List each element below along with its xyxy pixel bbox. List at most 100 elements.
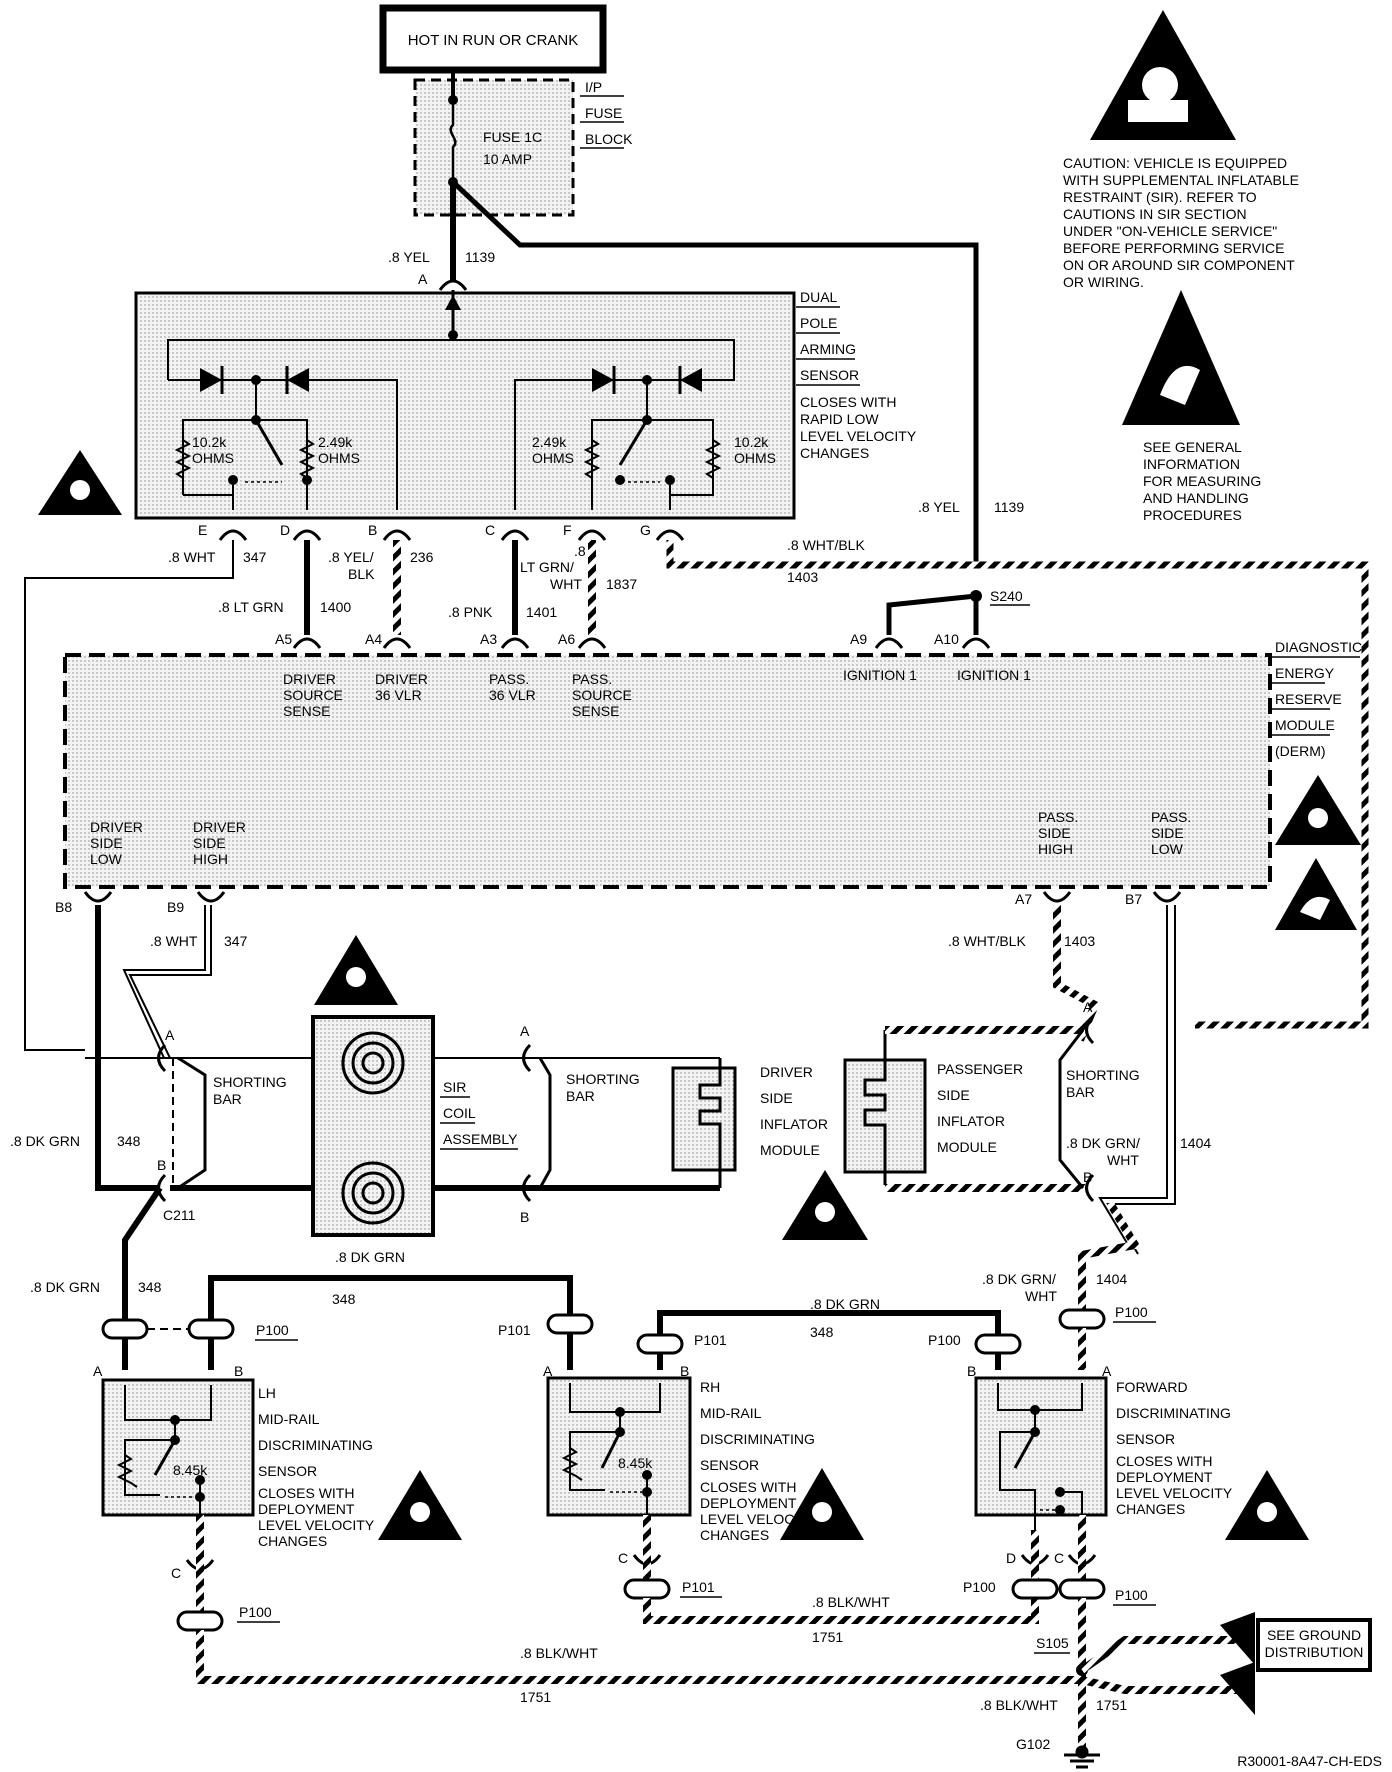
connector-p100-fwd-a bbox=[1058, 1308, 1106, 1330]
lh-name-2: MID-RAIL bbox=[258, 1411, 320, 1427]
pass-conn-pin-b: B bbox=[1083, 1169, 1092, 1185]
rh-sensor-name: RH MID-RAIL DISCRIMINATING SENSOR CLOSES… bbox=[700, 1379, 817, 1543]
wire-dkgrnwht-lower-circuit: 1404 bbox=[1096, 1271, 1127, 1287]
wire-wht-circuit-lower: 347 bbox=[224, 933, 248, 949]
derm-ign1a: IGNITION 1 bbox=[843, 667, 917, 683]
caution-airbag-icon bbox=[38, 450, 122, 515]
arming-pin-b: B bbox=[368, 522, 377, 538]
caution-airbag-icon bbox=[780, 1468, 864, 1540]
wire-wht-gauge: .8 WHT bbox=[168, 549, 216, 565]
derm-driver-high-3: HIGH bbox=[193, 851, 228, 867]
wire-dkgrnwht-gauge-2: WHT bbox=[1107, 1152, 1139, 1168]
circuit-348-top: 348 bbox=[332, 1291, 356, 1307]
connector-p100-lh-lower bbox=[176, 1610, 224, 1632]
wire-blkwht-mid-gauge: .8 BLK/WHT bbox=[812, 1594, 890, 1610]
power-source-box: HOT IN RUN OR CRANK bbox=[379, 4, 607, 74]
ground-note: SEE GROUND DISTRIBUTION bbox=[1256, 1618, 1372, 1672]
sir-coil-name-3: ASSEMBLY bbox=[443, 1131, 518, 1147]
resistor-icon bbox=[704, 439, 722, 479]
wire-dkgrnwht-lower-gauge-1: .8 DK GRN/ bbox=[982, 1271, 1056, 1287]
fwd-pin-a: A bbox=[1102, 1363, 1112, 1379]
derm-driver-source-1: DRIVER bbox=[283, 671, 336, 687]
connector-p100-fwd-d-label: P100 bbox=[963, 1579, 996, 1595]
rh-name-3: DISCRIMINATING bbox=[700, 1431, 815, 1447]
passenger-inflator-module bbox=[843, 1030, 927, 1185]
derm-pass-high-2: SIDE bbox=[1038, 825, 1071, 841]
derm-pin-b9: B9 bbox=[167, 899, 184, 915]
res-left-inner-1: 2.49k bbox=[318, 434, 353, 450]
derm-driver-low-1: DRIVER bbox=[90, 819, 143, 835]
lh-name-3: DISCRIMINATING bbox=[258, 1437, 373, 1453]
derm-pass-source-3: SENSE bbox=[572, 703, 619, 719]
fwd-pin-b: B bbox=[967, 1363, 976, 1379]
derm-name-4: MODULE bbox=[1275, 717, 1335, 733]
wire-ltgrn-circuit: 1400 bbox=[320, 599, 351, 615]
connector-p100-lh-label: P100 bbox=[256, 1322, 289, 1338]
arming-pin-e: E bbox=[198, 522, 207, 538]
pass-module-name-3: INFLATOR bbox=[937, 1113, 1005, 1129]
shorting-bar-mid-1: SHORTING bbox=[566, 1071, 640, 1087]
fwd-name-3: SENSOR bbox=[1116, 1431, 1175, 1447]
esd-line-3: FOR MEASURING bbox=[1143, 473, 1261, 489]
lh-desc-3: LEVEL VELOCITY bbox=[258, 1517, 375, 1533]
fwd-desc-4: CHANGES bbox=[1116, 1501, 1185, 1517]
lh-desc-4: CHANGES bbox=[258, 1533, 327, 1549]
fuse-block-name-2: FUSE bbox=[585, 105, 622, 121]
derm-pass36-2: 36 VLR bbox=[489, 687, 536, 703]
fwd-pin-d: D bbox=[1006, 1550, 1016, 1566]
coil-icon bbox=[341, 1031, 405, 1225]
connector-c211: C211 bbox=[163, 1207, 196, 1223]
wire-yelblk-gauge-1: .8 YEL/ bbox=[328, 549, 374, 565]
derm-driver36-1: DRIVER bbox=[375, 671, 428, 687]
esd-note: SEE GENERAL INFORMATION FOR MEASURING AN… bbox=[1143, 439, 1261, 523]
esd-line-5: PROCEDURES bbox=[1143, 507, 1242, 523]
derm-pin-a5: A5 bbox=[275, 631, 292, 647]
connector-p101-rh-label: P101 bbox=[498, 1322, 531, 1338]
arming-pins bbox=[218, 529, 685, 541]
wire-yelblk-gauge-2: BLK bbox=[348, 566, 375, 582]
squib-icon bbox=[863, 1030, 887, 1185]
lh-sensor-name: LH MID-RAIL DISCRIMINATING SENSOR CLOSES… bbox=[258, 1385, 375, 1549]
driver-module-name-4: MODULE bbox=[760, 1142, 820, 1158]
derm-driver36-2: 36 VLR bbox=[375, 687, 422, 703]
rh-pin-a: A bbox=[543, 1363, 553, 1379]
splice-s240-label: S240 bbox=[990, 588, 1023, 604]
rh-desc-4: CHANGES bbox=[700, 1527, 769, 1543]
arming-pin-g: G bbox=[640, 522, 651, 538]
wire-wht-circuit: 347 bbox=[243, 549, 267, 565]
lh-name-4: SENSOR bbox=[258, 1463, 317, 1479]
wire-blkwht-bottom-circuit: 1751 bbox=[520, 1689, 551, 1705]
esd-line-4: AND HANDLING bbox=[1143, 490, 1249, 506]
ground-icon bbox=[1064, 1745, 1100, 1769]
wire-yelblk-circuit: 236 bbox=[410, 549, 434, 565]
driver-module-name: DRIVER SIDE INFLATOR MODULE bbox=[760, 1064, 828, 1158]
connector-p101-rh-lower-label: P101 bbox=[682, 1579, 715, 1595]
derm-pass36-1: PASS. bbox=[489, 671, 529, 687]
wire-whtblk-circuit-lower: 1403 bbox=[1064, 933, 1095, 949]
shorting-bar-left-1: SHORTING bbox=[213, 1074, 287, 1090]
connector-p100-lh-lower-label: P100 bbox=[239, 1604, 272, 1620]
lh-pin-b: B bbox=[234, 1363, 243, 1379]
derm-name-1: DIAGNOSTIC bbox=[1275, 639, 1362, 655]
derm-pin-a10: A10 bbox=[934, 631, 959, 647]
shorting-bar-mid-2: BAR bbox=[566, 1088, 595, 1104]
derm-pass-high-3: HIGH bbox=[1038, 841, 1073, 857]
caution-line-5: UNDER "ON-VEHICLE SERVICE" bbox=[1063, 223, 1277, 239]
wire-dkgrnwht-lower-gauge-2: WHT bbox=[1025, 1288, 1057, 1304]
pass-module-name-4: MODULE bbox=[937, 1139, 997, 1155]
fuse-label: FUSE 1C bbox=[483, 129, 542, 145]
wire-dkgrn-c211-gauge: .8 DK GRN bbox=[30, 1279, 100, 1295]
sir-coil-name-2: COIL bbox=[443, 1105, 476, 1121]
caution-line-2: WITH SUPPLEMENTAL INFLATABLE bbox=[1063, 172, 1299, 188]
driver-module-name-2: SIDE bbox=[760, 1090, 793, 1106]
fuse-icon bbox=[449, 100, 457, 182]
wire-dkgrn-rh-gauge: .8 DK GRN bbox=[810, 1296, 880, 1312]
caution-line-6: BEFORE PERFORMING SERVICE bbox=[1063, 240, 1284, 256]
fuse-rating: 10 AMP bbox=[483, 151, 532, 167]
resistor-icon bbox=[116, 1454, 138, 1488]
coil-left-pin-a: A bbox=[165, 1027, 175, 1043]
esd-warning-icon bbox=[1122, 290, 1240, 425]
shorting-bar-left-2: BAR bbox=[213, 1091, 242, 1107]
driver-module-name-3: INFLATOR bbox=[760, 1116, 828, 1132]
lh-mid-rail-sensor bbox=[101, 1378, 255, 1517]
